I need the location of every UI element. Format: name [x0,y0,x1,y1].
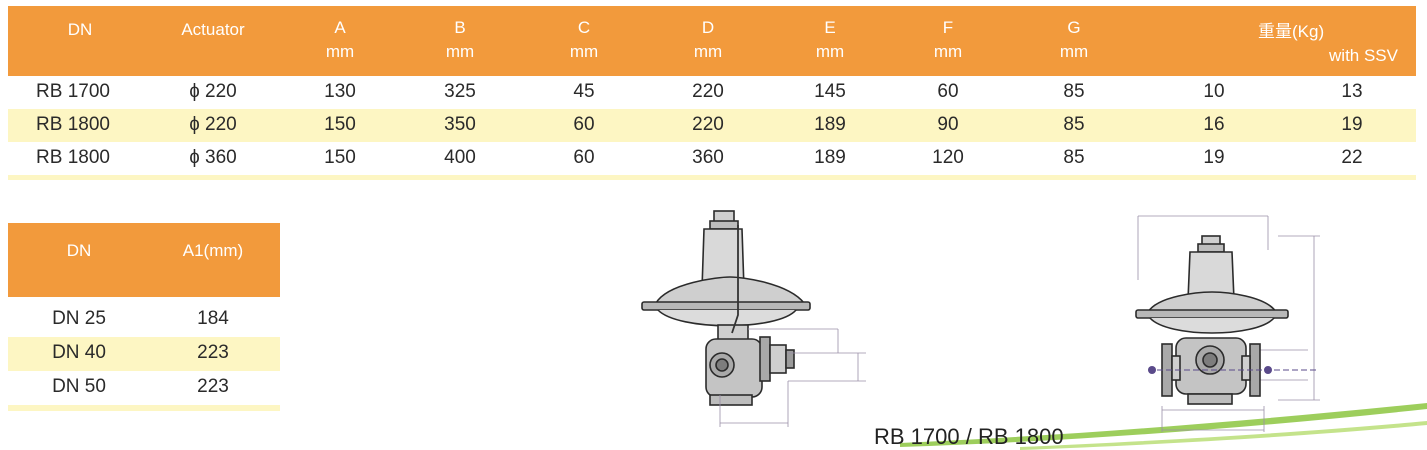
dn-table: DN A1(mm) DN 25 184 DN 40 223 DN 50 223 [8,223,280,411]
cell-a: 130 [324,81,356,102]
table-footer-band [8,175,1416,180]
header-label: DN [67,20,93,39]
header-unit: mm [325,42,355,61]
green-swoosh-decoration [900,403,1427,450]
header-unit: mm [693,42,723,61]
regulator-side-view-drawing [641,210,866,427]
cell-dn: RB 1800 [36,114,110,135]
header-c: C mm [554,16,614,64]
cell-dn: RB 1700 [36,81,110,102]
cell-e: 145 [814,81,846,102]
product-caption: RB 1700 / RB 1800 [874,424,1064,449]
cell-b: 400 [444,147,476,168]
cell-b: 325 [444,81,476,102]
cell-e: 189 [814,114,846,135]
cell-c: 60 [573,147,595,168]
header-unit: mm [815,42,845,61]
cell-a1: 184 [197,308,229,329]
header-a1: A1(mm) [182,241,244,260]
cell-weight: 19 [1203,147,1225,168]
cell-actuator: ɸ 360 [189,147,237,168]
cell-c: 60 [573,114,595,135]
cell-d: 220 [692,114,724,135]
table-row: DN 40 223 [8,337,280,371]
header-b: B mm [430,16,490,64]
cell-f: 120 [932,147,964,168]
header-actuator: Actuator [168,18,258,42]
header-label: C [577,18,591,37]
cell-actuator: ɸ 220 [189,114,237,135]
cell-f: 90 [937,114,959,135]
cell-weight: 10 [1203,81,1225,102]
cell-g: 85 [1063,81,1085,102]
cell-a1: 223 [197,342,229,363]
cell-actuator: ɸ 220 [189,81,237,102]
regulator-front-view-drawing [1135,215,1320,432]
spec-table: DN Actuator A mm B mm C mm D mm E mm F m… [8,6,1416,180]
header-e: E mm [800,16,860,64]
header-d: D mm [678,16,738,64]
header-label: Actuator [181,20,245,39]
table-footer-band [8,405,280,411]
header-dn: DN [50,18,110,42]
cell-dn: DN 25 [52,308,106,329]
header-unit: mm [1059,42,1089,61]
header-g: G mm [1044,16,1104,64]
header-weight: 重量(Kg) with SSV [1238,20,1398,68]
header-unit: mm [569,42,599,61]
cell-weight-ssv: 22 [1341,147,1363,168]
header-label: 重量(Kg) [1258,22,1325,41]
header-a: A mm [310,16,370,64]
table-row: RB 1700 ɸ 220 130 325 45 220 145 60 85 1… [8,76,1416,109]
cell-d: 220 [692,81,724,102]
dn-table-header: DN A1(mm) [8,223,280,297]
cell-a: 150 [324,147,356,168]
cell-g: 85 [1063,114,1085,135]
cell-c: 45 [573,81,595,102]
cell-e: 189 [814,147,846,168]
cell-b: 350 [444,114,476,135]
cell-g: 85 [1063,147,1085,168]
header-label: E [824,18,836,37]
header-label: F [942,18,954,37]
cell-weight-ssv: 13 [1341,81,1363,102]
header-f: F mm [918,16,978,64]
cell-dn: DN 40 [52,342,106,363]
header-label: D [701,18,715,37]
header-unit: mm [445,42,475,61]
spec-table-header: DN Actuator A mm B mm C mm D mm E mm F m… [8,6,1416,76]
cell-weight-ssv: 19 [1341,114,1363,135]
cell-a1: 223 [197,376,229,397]
cell-dn: RB 1800 [36,147,110,168]
header-label: G [1067,18,1081,37]
table-row: RB 1800 ɸ 360 150 400 60 360 189 120 85 … [8,142,1416,175]
table-row: DN 50 223 [8,371,280,405]
cell-f: 60 [937,81,959,102]
cell-a: 150 [324,114,356,135]
table-row: RB 1800 ɸ 220 150 350 60 220 189 90 85 1… [8,109,1416,142]
header-unit: mm [933,42,963,61]
cell-d: 360 [692,147,724,168]
table-row: DN 25 184 [8,303,280,337]
cell-dn: DN 50 [52,376,106,397]
cell-weight: 16 [1203,114,1225,135]
header-label: A [334,18,346,37]
header-dn: DN [66,241,92,260]
header-unit: with SSV [1329,46,1398,65]
header-label: B [454,18,466,37]
